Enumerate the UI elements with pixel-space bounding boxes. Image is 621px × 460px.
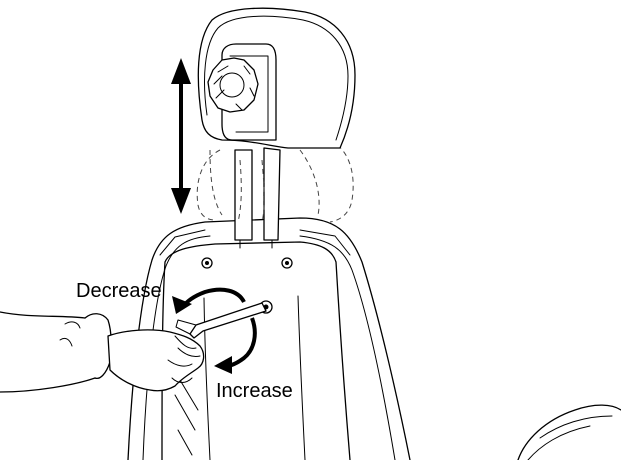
seat-bolts [202, 258, 292, 313]
increase-label: Increase [216, 381, 293, 401]
vertical-adjust-arrow-icon [171, 58, 191, 214]
hand [0, 312, 204, 392]
armrest [518, 405, 621, 460]
decrease-label: Decrease [76, 281, 162, 301]
headrest-posts [235, 148, 280, 248]
increase-arrow-icon [214, 318, 255, 374]
decrease-arrow-icon [172, 290, 244, 314]
headrest [198, 8, 355, 148]
